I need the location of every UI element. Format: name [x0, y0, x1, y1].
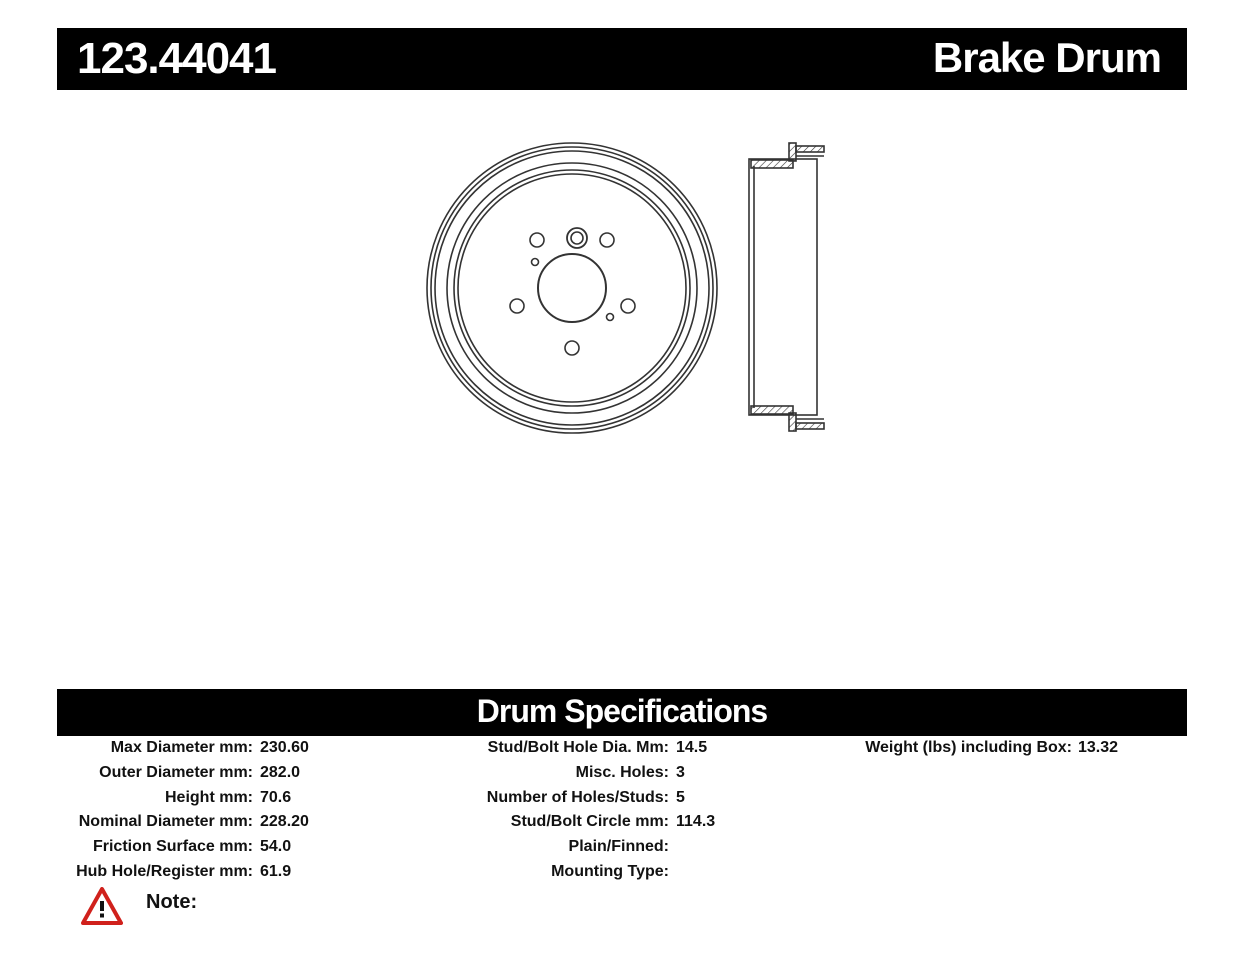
- brake-drum-front-icon: [426, 142, 718, 434]
- spec-column-left: Max Diameter mm: 230.60 Outer Diameter m…: [57, 739, 309, 888]
- header-bar: 123.44041 Brake Drum: [57, 28, 1187, 90]
- spec-label: Nominal Diameter mm:: [78, 813, 253, 831]
- spec-value: 3: [676, 763, 685, 781]
- spec-row-hub-hole: Hub Hole/Register mm: 61.9: [57, 862, 291, 888]
- spec-row-max-diameter: Max Diameter mm: 230.60: [57, 739, 309, 764]
- spec-value: 70.6: [260, 788, 292, 806]
- spec-label: Plain/Finned:: [568, 838, 669, 856]
- note-label: Note:: [146, 891, 198, 913]
- part-number: 123.44041: [77, 34, 277, 83]
- brake-drum-side-icon: [748, 142, 825, 432]
- spec-label: Max Diameter mm:: [110, 739, 253, 756]
- spec-value: 5: [676, 788, 685, 806]
- spec-row-plain-finned: Plain/Finned:: [440, 838, 669, 863]
- spec-label: Weight (lbs) including Box:: [865, 739, 1072, 756]
- spec-row-weight: Weight (lbs) including Box: 13.32: [820, 739, 1118, 764]
- spec-row-outer-diameter: Outer Diameter mm: 282.0: [57, 763, 300, 789]
- spec-label: Height mm:: [165, 788, 253, 806]
- spec-row-nominal-diameter: Nominal Diameter mm: 228.20: [57, 813, 309, 838]
- spec-label: Hub Hole/Register mm:: [76, 862, 253, 880]
- spec-value: 14.5: [676, 739, 708, 756]
- spec-row-misc-holes: Misc. Holes: 3: [440, 763, 685, 789]
- spec-column-middle: Stud/Bolt Hole Dia. Mm: 14.5 Misc. Holes…: [440, 739, 715, 888]
- spec-value: 282.0: [260, 763, 301, 781]
- spec-row-bolt-circle: Stud/Bolt Circle mm: 114.3: [440, 813, 715, 838]
- spec-label: Stud/Bolt Circle mm:: [510, 813, 669, 831]
- spec-row-friction-surface: Friction Surface mm: 54.0: [57, 838, 291, 863]
- spec-label: Mounting Type:: [551, 862, 669, 880]
- spec-label: Friction Surface mm:: [92, 838, 253, 856]
- warning-triangle-icon: [81, 887, 123, 925]
- spec-column-right: Weight (lbs) including Box: 13.32: [820, 739, 1118, 764]
- spec-row-height: Height mm: 70.6: [57, 788, 291, 814]
- spec-row-number-of-holes: Number of Holes/Studs: 5: [440, 788, 685, 814]
- spec-label: Misc. Holes:: [575, 763, 669, 781]
- spec-label: Number of Holes/Studs:: [486, 788, 669, 806]
- specifications-header: Drum Specifications: [57, 689, 1187, 736]
- spec-label: Stud/Bolt Hole Dia. Mm:: [487, 739, 669, 756]
- spec-value: 54.0: [260, 838, 292, 856]
- spec-label: Outer Diameter mm:: [99, 763, 253, 781]
- spec-row-mounting-type: Mounting Type:: [440, 863, 669, 888]
- specifications-title: Drum Specifications: [476, 693, 768, 729]
- spec-row-stud-hole-dia: Stud/Bolt Hole Dia. Mm: 14.5: [440, 739, 707, 764]
- spec-value: 61.9: [260, 862, 292, 880]
- spec-value: 230.60: [260, 739, 309, 756]
- spec-value: 114.3: [676, 813, 716, 831]
- spec-value: 13.32: [1078, 739, 1119, 756]
- spec-value: 228.20: [260, 813, 309, 831]
- document-title: Brake Drum: [932, 34, 1162, 81]
